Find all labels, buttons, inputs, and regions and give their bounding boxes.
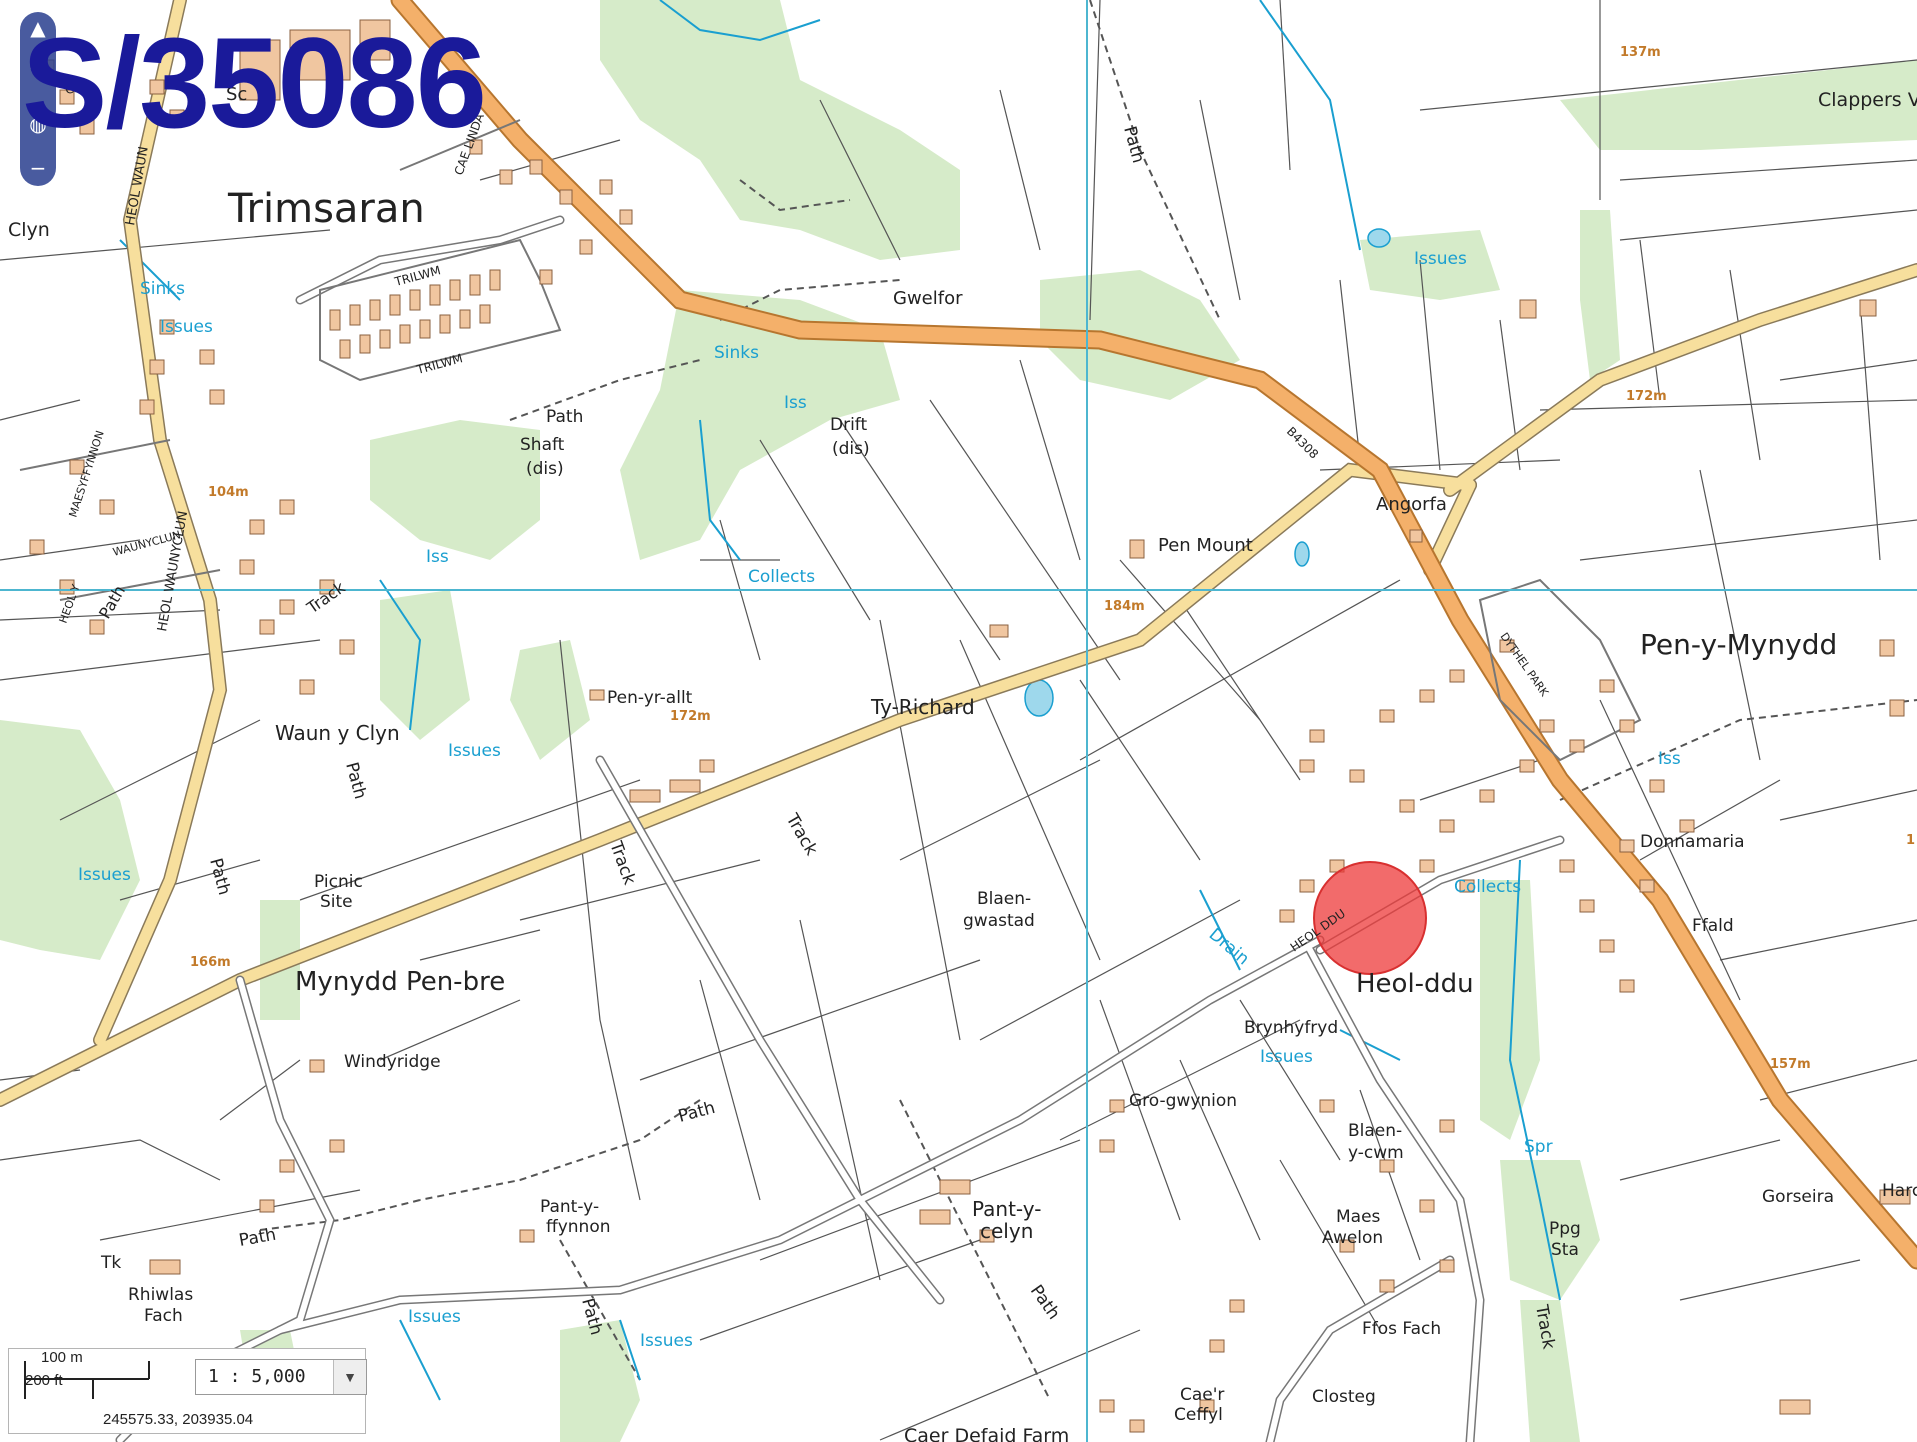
label-trimsaran: Trimsaran [227,186,425,232]
label-rhiwlas-1: Rhiwlas [128,1285,193,1305]
water-collects-2: Collects [1454,877,1521,897]
label-pant-y-celyn-2: celyn [980,1219,1033,1243]
footpaths [259,0,1917,1401]
grid-reference-title: S/35086 [22,12,487,155]
label-path-shaft: Path [546,407,583,427]
label-clyn: Clyn [8,219,50,241]
height-184: 184m [1104,599,1145,614]
label-pant-y-ffynnon-2: ffynnon [546,1217,611,1237]
ponds [1024,228,1391,717]
height-137: 137m [1620,45,1661,60]
label-heol-ddu: Heol-ddu [1356,969,1474,999]
water-sinks-1: Sinks [140,279,185,299]
zoom-out-icon[interactable]: − [29,156,47,180]
street-sc: Sc [226,84,247,105]
label-ffos-fach: Ffos Fach [1362,1319,1441,1339]
label-gro-gwynion: Gro-gwynion [1129,1091,1237,1111]
zoom-select[interactable]: 1 : 5,000 ▼ [195,1359,367,1395]
label-ffald: Ffald [1692,916,1734,936]
water-collects-1: Collects [748,567,815,587]
label-tk: Tk [100,1253,121,1273]
height-edge: 1 [1906,833,1915,848]
buildings [29,19,1911,1433]
water-issues-2: Issues [448,741,501,761]
zoom-value: 1 : 5,000 [208,1366,306,1387]
label-donnamaria: Donnamaria [1640,832,1745,852]
label-shaft-1: Shaft [520,435,565,455]
label-angorfa: Angorfa [1376,494,1447,515]
label-pant-y-celyn-1: Pant-y- [972,1197,1042,1221]
label-shaft-2: (dis) [526,459,564,479]
b4308-road [390,0,1917,1270]
water-issues-1: Issues [160,317,213,337]
label-brynhyfryd: Brynhyfryd [1244,1018,1338,1038]
water-issues-3: Issues [78,865,131,885]
label-caer-ceffyl-2: Ceffyl [1174,1405,1223,1425]
label-caer-ceffyl-1: Cae'r [1180,1385,1224,1405]
label-drift-2: (dis) [832,439,870,459]
label-sta: Sta [1551,1240,1579,1260]
water-iss-1: Iss [784,393,807,413]
scale-bar [24,1361,150,1399]
label-ppg: Ppg [1549,1219,1581,1239]
label-maes-2: Awelon [1322,1228,1383,1248]
water-issues-4: Issues [1414,249,1467,269]
spot-heights: 137m 104m 172m 172m 184m 166m 157m 1 [190,45,1915,1072]
label-mynydd-pen-bre: Mynydd Pen-bre [295,967,505,997]
scale-imperial-label: 200 ft [25,1372,63,1389]
label-maes-1: Maes [1336,1207,1381,1227]
label-hard: Harc [1882,1181,1917,1201]
label-blaen-2: gwastad [963,911,1035,931]
height-157: 157m [1770,1057,1811,1072]
label-blaen-1: Blaen- [977,889,1031,909]
label-windyridge: Windyridge [344,1052,441,1072]
globe-icon[interactable]: ◍ [29,112,47,136]
label-pen-yr-allt: Pen-yr-allt [607,688,693,708]
water-sinks-2: Sinks [714,343,759,363]
map-info-panel: 100 m 200 ft 1 : 5,000 ▼ 245575.33, 2039… [8,1348,367,1434]
label-pant-y-ffynnon-1: Pant-y- [540,1197,599,1217]
label-gwelfor: Gwelfor [893,288,963,309]
label-closteg: Closteg [1312,1387,1376,1407]
water-iss-3: Iss [1658,749,1681,769]
label-picnic-1: Picnic [314,872,363,892]
map-nav-control[interactable]: ▲ ✣ ◍ − [20,12,56,186]
label-picnic-2: Site [320,892,353,912]
place-labels: Trimsaran Clyn Gwelfor Clappers V Shaft … [8,89,1917,1442]
label-rhiwlas-2: Fach [144,1306,183,1326]
water-issues-6: Issues [408,1307,461,1327]
height-104: 104m [208,485,249,500]
label-pen-y-mynydd: Pen-y-Mynydd [1640,628,1837,661]
water-spr: Spr [1524,1137,1553,1157]
label-blaen-y-cwm-1: Blaen- [1348,1121,1402,1141]
water-iss-2: Iss [426,547,449,567]
cursor-coordinates: 245575.33, 203935.04 [103,1411,254,1428]
height-172b: 172m [670,709,711,724]
height-166: 166m [190,955,231,970]
scale-metric-label: 100 m [41,1349,83,1366]
street-cly: CLY [64,79,88,97]
chevron-down-icon[interactable]: ▼ [333,1360,366,1394]
estate-streets [19,119,1642,762]
label-ty-richard: Ty-Richard [870,695,975,719]
streams [119,0,1561,1401]
label-clappers: Clappers V [1818,89,1917,111]
label-drift-1: Drift [830,415,867,435]
label-blaen-y-cwm-2: y-cwm [1348,1143,1404,1163]
pan-icon[interactable]: ✣ [29,56,47,80]
label-gorseira: Gorseira [1762,1187,1834,1207]
label-caer-defaid: Caer Defaid Farm [904,1425,1069,1442]
label-pen-mount: Pen Mount [1158,535,1253,556]
height-172a: 172m [1626,389,1667,404]
water-issues-5: Issues [1260,1047,1313,1067]
water-issues-7: Issues [640,1331,693,1351]
location-marker[interactable] [1313,861,1427,975]
north-arrow-icon[interactable]: ▲ [30,16,46,40]
label-waun-y-clyn: Waun y Clyn [275,721,400,745]
